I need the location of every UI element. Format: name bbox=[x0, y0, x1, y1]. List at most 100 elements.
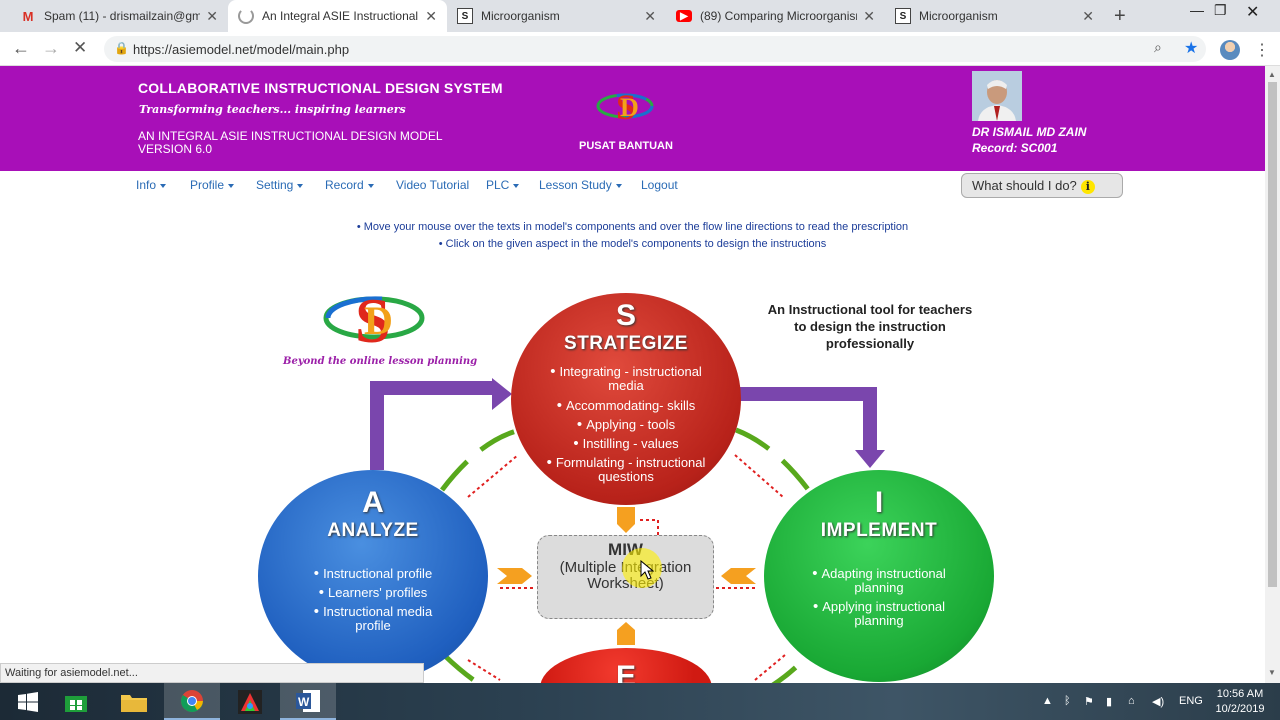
user-record: Record: SC001 bbox=[972, 141, 1058, 155]
analyze-item[interactable]: Learners' profiles bbox=[258, 586, 488, 600]
orange-arrow[interactable] bbox=[497, 568, 532, 584]
scroll-down-icon[interactable]: ▼ bbox=[1268, 668, 1276, 677]
file-explorer-app[interactable] bbox=[106, 683, 162, 720]
tab-asie-model[interactable]: An Integral ASIE Instructional De ✕ bbox=[228, 0, 447, 32]
caret-down-icon bbox=[160, 183, 167, 188]
start-button[interactable] bbox=[0, 683, 56, 720]
menu-setting[interactable]: Setting bbox=[256, 178, 304, 192]
strategize-circle[interactable]: S STRATEGIZE Integrating - instructional… bbox=[511, 293, 741, 505]
implement-title[interactable]: IMPLEMENT bbox=[820, 520, 938, 541]
implement-item[interactable]: Applying instructional planning bbox=[764, 600, 994, 628]
windows-taskbar: W ▲ ᛒ ⚑ ▮ ⌂ ◀) ENG bbox=[0, 683, 1280, 720]
youtube-icon: ▶ bbox=[676, 10, 692, 22]
strategize-item[interactable]: Applying - tools bbox=[511, 418, 741, 432]
flow-arrow-s-to-i[interactable] bbox=[738, 387, 877, 455]
zoom-icon[interactable]: ⌕ bbox=[1154, 39, 1162, 55]
close-icon[interactable]: ✕ bbox=[1082, 7, 1094, 24]
flag-icon[interactable]: ⚑ bbox=[1084, 696, 1094, 708]
status-bar: Waiting for asiemodel.net... bbox=[0, 663, 424, 683]
media-app[interactable] bbox=[222, 683, 278, 720]
help-center-link[interactable]: PUSAT BANTUAN bbox=[579, 140, 673, 152]
tab-microorganism-2[interactable]: S Microorganism ✕ bbox=[885, 0, 1104, 32]
close-icon[interactable]: ✕ bbox=[425, 7, 437, 24]
tool-description: An Instructional tool for teachers to de… bbox=[745, 301, 995, 352]
strategize-item[interactable]: Integrating - instructional media bbox=[511, 365, 741, 393]
minimize-icon[interactable]: — bbox=[1190, 2, 1204, 18]
tab-microorganism-1[interactable]: S Microorganism ✕ bbox=[447, 0, 666, 32]
browser-menu-icon[interactable]: ⋮ bbox=[1254, 42, 1270, 59]
strategize-item[interactable]: Accommodating- skills bbox=[511, 399, 741, 413]
scrollbar-thumb[interactable] bbox=[1268, 82, 1277, 587]
diagram-connectors bbox=[370, 378, 885, 683]
word-app[interactable]: W bbox=[280, 683, 336, 720]
menu-plc[interactable]: PLC bbox=[486, 178, 520, 192]
site-slogan: Transforming teachers... inspiring learn… bbox=[139, 103, 406, 116]
svg-text:S: S bbox=[616, 87, 636, 126]
analyze-item[interactable]: Instructional profile bbox=[258, 567, 488, 581]
analyze-title[interactable]: ANALYZE bbox=[327, 520, 419, 541]
window-close-icon[interactable]: ✕ bbox=[1246, 4, 1260, 21]
implement-item[interactable]: Adapting instructional planning bbox=[764, 567, 994, 595]
menu-record[interactable]: Record bbox=[325, 178, 374, 192]
tab-title: Microorganism bbox=[481, 9, 560, 23]
close-icon[interactable]: ✕ bbox=[863, 7, 875, 24]
orange-arrow[interactable] bbox=[617, 622, 635, 645]
forward-arrow-icon[interactable]: → bbox=[42, 38, 60, 58]
red-dotted-arrows[interactable] bbox=[467, 454, 786, 681]
svg-text:S: S bbox=[355, 285, 391, 350]
analyze-circle[interactable]: A ANALYZE Instructional profile Learners… bbox=[258, 470, 488, 682]
menu-logout[interactable]: Logout bbox=[641, 178, 678, 192]
instruction-line: • Click on the given aspect in the model… bbox=[438, 238, 827, 250]
analyze-item[interactable]: Instructional media profile bbox=[258, 605, 488, 633]
battery-icon[interactable]: ▮ bbox=[1106, 696, 1113, 708]
page-scrollbar[interactable]: ▲ ▼ bbox=[1265, 66, 1280, 683]
bookmark-star-icon[interactable]: ★ bbox=[1184, 40, 1199, 57]
store-icon bbox=[65, 695, 87, 712]
strategize-item[interactable]: Formulating - instructional questions bbox=[511, 456, 741, 484]
scroll-up-icon[interactable]: ▲ bbox=[1268, 70, 1276, 79]
main-menu: Info Profile Setting Record Video Tutori… bbox=[0, 171, 1265, 201]
tray-expand-icon[interactable]: ▲ bbox=[1042, 695, 1053, 707]
sd-logo-icon[interactable]: S D bbox=[596, 86, 654, 126]
menu-lesson-study[interactable]: Lesson Study bbox=[539, 178, 622, 192]
orange-arrow[interactable] bbox=[721, 568, 756, 584]
instruction-line: • Move your mouse over the texts in mode… bbox=[356, 221, 909, 233]
page-header: COLLABORATIVE INSTRUCTIONAL DESIGN SYSTE… bbox=[0, 66, 1265, 171]
menu-label: PLC bbox=[486, 178, 510, 192]
profile-avatar-icon[interactable] bbox=[1220, 40, 1240, 60]
language-indicator[interactable]: ENG bbox=[1179, 695, 1203, 707]
browser-tab-strip: M Spam (11) - drismailzain@gmail ✕ An In… bbox=[0, 0, 1280, 32]
implement-circle[interactable]: I IMPLEMENT Adapting instructional plann… bbox=[764, 470, 994, 682]
svg-text:D: D bbox=[364, 298, 393, 343]
strategize-title[interactable]: STRATEGIZE bbox=[564, 333, 688, 354]
close-icon[interactable]: ✕ bbox=[644, 7, 656, 24]
lock-icon[interactable]: 🔒 bbox=[114, 41, 129, 55]
tab-youtube[interactable]: ▶ (89) Comparing Microorganism ✕ bbox=[666, 0, 885, 32]
menu-profile[interactable]: Profile bbox=[190, 178, 235, 192]
taskbar-clock[interactable]: 10:56 AM 10/2/2019 bbox=[1212, 687, 1268, 717]
address-bar[interactable]: 🔒 https://asiemodel.net/model/main.php ⌕… bbox=[104, 36, 1206, 62]
tab-gmail[interactable]: M Spam (11) - drismailzain@gmail ✕ bbox=[10, 0, 228, 32]
menu-video-tutorial[interactable]: Video Tutorial bbox=[396, 178, 469, 192]
close-icon[interactable]: ✕ bbox=[206, 7, 218, 24]
bluetooth-icon[interactable]: ᛒ bbox=[1064, 695, 1071, 707]
strategize-item[interactable]: Instilling - values bbox=[511, 437, 741, 451]
volume-icon[interactable]: ◀) bbox=[1152, 696, 1165, 708]
chrome-icon bbox=[181, 689, 203, 712]
flow-arrow-a-to-s[interactable] bbox=[370, 381, 495, 470]
url-text[interactable]: https://asiemodel.net/model/main.php bbox=[133, 42, 350, 57]
new-tab-button[interactable]: + bbox=[1114, 5, 1126, 27]
menu-info[interactable]: Info bbox=[136, 178, 167, 192]
orange-arrow[interactable] bbox=[617, 507, 635, 533]
network-icon[interactable]: ⌂ bbox=[1128, 695, 1135, 707]
back-arrow-icon[interactable]: ← bbox=[12, 38, 30, 58]
svg-text:D: D bbox=[620, 93, 639, 122]
what-should-i-do-button[interactable]: What should I do?i bbox=[961, 173, 1123, 198]
restore-icon[interactable]: ❐ bbox=[1214, 2, 1227, 18]
mouse-cursor-icon bbox=[640, 560, 654, 580]
user-photo bbox=[972, 71, 1022, 121]
menu-label: Video Tutorial bbox=[396, 178, 470, 192]
store-app[interactable] bbox=[48, 683, 104, 720]
stop-loading-icon[interactable]: ✕ bbox=[73, 38, 88, 57]
chrome-app[interactable] bbox=[164, 683, 220, 720]
